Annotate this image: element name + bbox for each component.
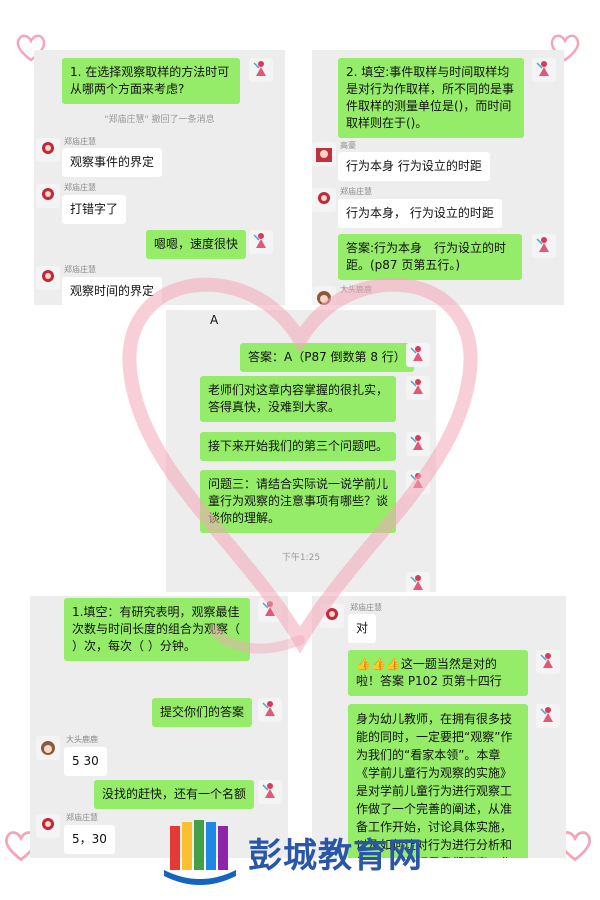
sender-name: 高豪 (340, 141, 356, 150)
avatar (312, 286, 336, 305)
message-bubble: 5，30 (64, 825, 115, 854)
brand-name: 彭城教育网 (248, 836, 423, 876)
avatar (536, 650, 560, 674)
avatar (312, 188, 336, 212)
answer-bubble: 👍👍👍这一题当然是对的啦！答案 P102 页第十四行 (348, 650, 528, 696)
question-bubble: 1.填空：有研究表明，观察最佳次数与时间长度的组合为观察（ ）次，每次（ ）分钟… (64, 598, 250, 661)
chat-panel-middle: A 答案：A（P87 倒数第 8 行） 老师们对这章内容掌握的很扎实，答得真快，… (166, 310, 436, 592)
message-bubble: 观察事件的界定 (62, 148, 163, 177)
question-1-bubble: 1. 在选择观察取样的方法时可从哪两个方面来考虑? (62, 58, 240, 104)
avatar (406, 376, 430, 400)
sender-name: 郑庙庄慧 (66, 813, 98, 822)
avatar (249, 230, 273, 254)
question-2-bubble: 2. 填空:事件取样与时间取样均是对行为作取样，所不同的是事件取样的测量单位是(… (338, 58, 524, 138)
avatar (320, 604, 344, 628)
answer-bubble: 答案:行为本身 行为设立的时距。(p87 页第五行。) (338, 234, 522, 280)
avatar (406, 432, 430, 456)
timestamp: 下午1:25 (281, 553, 321, 563)
message-bubble: 嗯嗯，速度很快 (146, 230, 247, 259)
avatar (312, 142, 336, 166)
avatar (532, 58, 556, 82)
message-bubble: 行为本身 行为设立的时距 (338, 152, 490, 181)
message-bubble: 老师们对这章内容掌握的很扎实，答得真快，没难到大家。 (200, 376, 396, 422)
sender-name: 大头鹿鹿 (340, 285, 372, 294)
avatar (406, 470, 430, 494)
book-logo-icon (164, 820, 236, 885)
question-3-bubble: 问题三：请结合实际说一说学前儿童行为观察的注意事项有哪些？谈谈你的理解。 (200, 470, 396, 533)
avatar (536, 704, 560, 728)
message-bubble: 打错字了 (62, 195, 127, 224)
avatar (258, 598, 282, 622)
avatar (258, 698, 282, 722)
avatar (36, 184, 60, 208)
message-bubble: 没找的赶快，还有一个名额 (94, 780, 255, 809)
avatar (406, 343, 430, 367)
sender-name: 大头鹿鹿 (66, 735, 98, 744)
message-bubble: 接下来开始我们的第三个问题吧。 (200, 432, 397, 461)
sender-name: 郑庙庄慧 (64, 137, 96, 146)
message-bubble: 对 (348, 614, 377, 643)
brand-logo: 彭城教育网 (160, 818, 440, 888)
avatar (36, 736, 60, 760)
avatar (249, 58, 273, 82)
sender-name: 郑庙庄慧 (340, 187, 372, 196)
answer-bubble: 答案：A（P87 倒数第 8 行） (240, 343, 414, 372)
recall-notice: "郑庙庄慧" 撤回了一条消息 (104, 115, 215, 125)
avatar (406, 572, 430, 592)
partial-message: A (210, 313, 219, 327)
avatar (532, 234, 556, 258)
sender-name: 郑庙庄慧 (350, 603, 382, 612)
corner-heart-icon (550, 34, 580, 62)
message-bubble: 行为本身， 行为设立的时距 (338, 199, 502, 228)
summary-bubble: 身为幼儿教师，在拥有很多技能的同时，一定要把“观察”作为我们的“看家本领”。本章… (348, 704, 528, 858)
message-bubble: 观察时间的界定 (62, 277, 163, 305)
sender-name: 郑庙庄慧 (64, 265, 96, 274)
avatar (258, 780, 282, 804)
corner-heart-icon (16, 34, 46, 62)
message-bubble: 5 30 (64, 747, 107, 776)
message-bubble: 提交你们的答案 (152, 698, 253, 727)
chat-panel-top-right: 2. 填空:事件取样与时间取样均是对行为作取样，所不同的是事件取样的测量单位是(… (312, 50, 564, 305)
avatar (36, 814, 60, 838)
avatar (36, 266, 60, 290)
avatar (36, 138, 60, 162)
sender-name: 郑庙庄慧 (64, 183, 96, 192)
chat-panel-top-left: 1. 在选择观察取样的方法时可从哪两个方面来考虑? "郑庙庄慧" 撤回了一条消息… (34, 50, 285, 305)
